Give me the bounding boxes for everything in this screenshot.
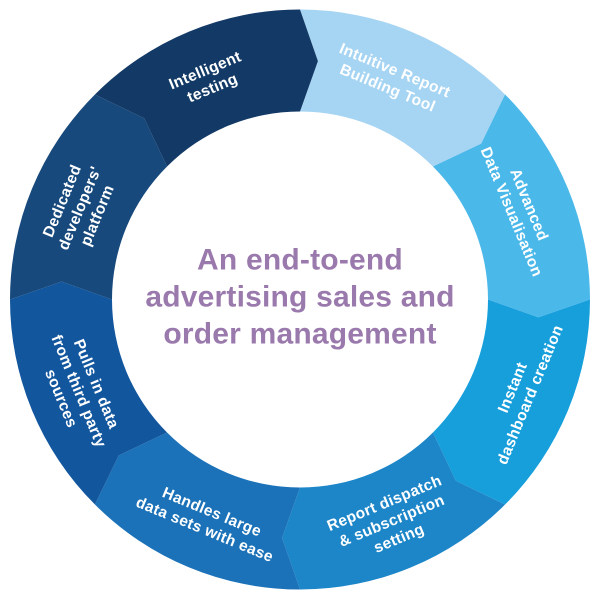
center-title: An end-to-end advertising sales and orde…	[120, 242, 480, 353]
segment-dedicated-developers-platform	[10, 94, 168, 300]
segment-intelligent-testing	[94, 9, 318, 167]
center-title-line: advertising sales and	[145, 280, 455, 314]
segment-instant-dashboard-creation	[432, 299, 590, 505]
segment-advanced-data-visualisation	[432, 94, 590, 318]
center-title-line: An end-to-end	[197, 243, 403, 277]
segment-report-dispatch-subscription-setting	[282, 432, 506, 590]
segment-handles-large-data-sets	[94, 432, 300, 590]
segment-pulls-in-data-third-party-sources	[9, 281, 168, 505]
segment-intuitive-report-building-tool	[300, 9, 506, 167]
center-title-line: order management	[163, 317, 437, 351]
